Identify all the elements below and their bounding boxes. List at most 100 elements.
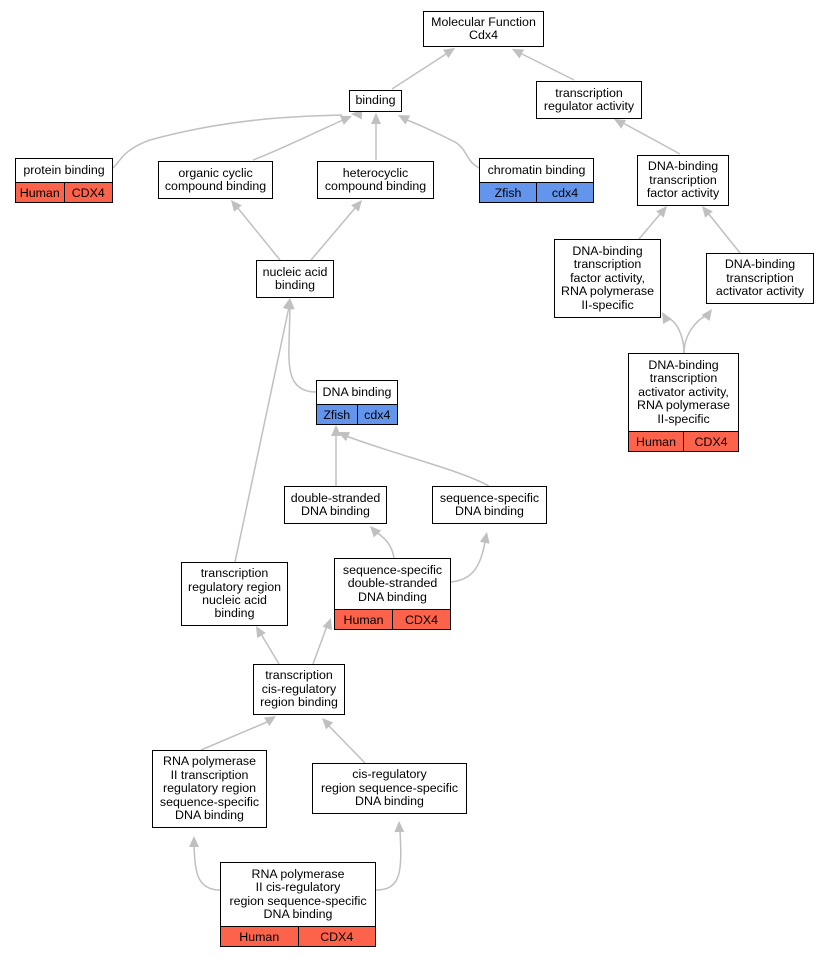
node-label: DNA-binding transcription factor activit… (561, 243, 654, 312)
annotation-row: Zfish cdx4 (480, 182, 593, 202)
species-label: Human (636, 434, 676, 449)
edge-line (288, 306, 317, 393)
gene-label: CDX4 (297, 927, 376, 946)
edge-arrowhead (614, 119, 627, 129)
node-label: DNA-binding transcription factor activit… (646, 159, 720, 201)
edge-line (236, 206, 281, 261)
annotation-row: Human CDX4 (221, 926, 375, 946)
node-sequence-specific-dna-binding[interactable]: sequence-specific DNA binding (432, 486, 547, 524)
edge-line (260, 633, 280, 665)
species-label: Human (19, 185, 60, 200)
edge-line (666, 317, 685, 354)
node-dna-binding-tf-activity[interactable]: DNA-binding transcription factor activit… (637, 155, 729, 206)
edge-arrowhead (264, 716, 276, 727)
edge-arrowhead (256, 626, 266, 639)
node-label: chromatin binding (487, 162, 586, 177)
node-label: cis-regulatory region sequence-specific … (320, 767, 459, 809)
species-label: Zfish (323, 407, 351, 422)
node-transcription-regulatory-region-na-binding[interactable]: transcription regulatory region nucleic … (181, 562, 288, 626)
edge-line (193, 844, 221, 891)
species-label: Zfish (494, 185, 522, 200)
node-heterocyclic-compound-binding[interactable]: heterocyclic compound binding (317, 161, 434, 199)
node-nucleic-acid-binding[interactable]: nucleic acid binding (256, 260, 334, 298)
gene-label: CDX4 (392, 610, 450, 629)
node-label: double-stranded DNA binding (290, 490, 381, 518)
edge-line (683, 315, 707, 354)
edge-line (521, 53, 575, 81)
node-label: binding (355, 93, 396, 108)
node-organic-cyclic-compound-binding[interactable]: organic cyclic compound binding (158, 161, 273, 199)
edge-arrowhead (331, 425, 341, 436)
edge-line (406, 119, 480, 169)
edge-line (310, 206, 357, 261)
node-binding[interactable]: binding (349, 90, 402, 112)
node-dna-binding-tf-activity-rnap2[interactable]: DNA-binding transcription factor activit… (554, 239, 661, 318)
node-label: transcription regulator activity (543, 85, 635, 113)
node-label: heterocyclic compound binding (324, 165, 427, 193)
node-label: sequence-specific double-stranded DNA bi… (342, 562, 443, 604)
edge-arrowhead (189, 836, 199, 847)
edge-line (622, 122, 681, 155)
edge-line (312, 625, 328, 665)
node-transcription-regulator-activity[interactable]: transcription regulator activity (536, 81, 642, 119)
gene-label: CDX4 (63, 183, 113, 202)
node-label: transcription cis-regulatory region bind… (260, 668, 338, 710)
edge-arrowhead (370, 526, 382, 538)
node-rnap2-transcription-regulatory-region-ss-dna-binding[interactable]: RNA polymerase II transcription regulato… (152, 750, 267, 828)
edge-arrowhead (322, 618, 332, 631)
edge-arrowhead (701, 309, 712, 321)
node-dna-binding-ta-activity[interactable]: DNA-binding transcription activator acti… (706, 253, 814, 304)
edge-arrowhead (656, 206, 667, 218)
edge-arrowhead (662, 312, 672, 325)
node-label: RNA polymerase II transcription regulato… (159, 754, 260, 823)
edge-line (391, 53, 447, 90)
node-label: RNA polymerase II cis-regulatory region … (229, 866, 367, 921)
gene-label: CDX4 (683, 432, 738, 451)
node-rnap2-cis-regulatory-region-ss-dna-binding[interactable]: RNA polymerase II cis-regulatory region … (220, 862, 376, 947)
edge-line (252, 119, 344, 161)
node-protein-binding[interactable]: protein binding Human CDX4 (15, 158, 113, 203)
node-dna-binding[interactable]: DNA binding Zfish cdx4 (316, 380, 398, 425)
node-label: sequence-specific DNA binding (439, 490, 540, 518)
node-label: DNA-binding transcription activator acti… (715, 257, 805, 299)
edge-arrowhead (231, 200, 242, 212)
species-label: Human (239, 929, 280, 944)
edge-line (328, 725, 366, 764)
gene-label: cdx4 (356, 405, 398, 424)
node-sequence-specific-ds-dna-binding[interactable]: sequence-specific double-stranded DNA bi… (334, 558, 451, 630)
edge-line (345, 435, 490, 487)
edge-arrowhead (371, 113, 381, 124)
edge-line (112, 114, 343, 169)
edge-arrowhead (351, 200, 362, 212)
edge-arrowhead (443, 48, 455, 59)
edge-line (375, 531, 395, 559)
node-label: DNA-binding transcription activator acti… (637, 357, 730, 426)
edge-arrowhead (322, 718, 334, 730)
edge-arrowhead (479, 532, 490, 544)
edge-line (638, 212, 662, 240)
edge-line (200, 721, 268, 751)
edge-line (375, 829, 402, 891)
node-double-stranded-dna-binding[interactable]: double-stranded DNA binding (284, 486, 387, 524)
edge-arrowhead (282, 298, 293, 310)
edge-line (234, 306, 290, 563)
edge-arrowhead (512, 49, 525, 59)
annotation-row: Human CDX4 (335, 609, 450, 629)
node-dna-binding-ta-activity-rnap2[interactable]: DNA-binding transcription activator acti… (628, 353, 739, 452)
edge-arrowhead (702, 206, 713, 218)
edge-arrowhead (339, 115, 352, 125)
node-chromatin-binding[interactable]: chromatin binding Zfish cdx4 (479, 158, 594, 203)
annotation-row: Human CDX4 (629, 431, 738, 451)
node-transcription-cis-regulatory-region-binding[interactable]: transcription cis-regulatory region bind… (253, 664, 345, 715)
node-label: DNA binding (322, 384, 392, 399)
annotation-row: Human CDX4 (16, 182, 112, 202)
node-label: protein binding (23, 162, 105, 177)
species-label: Human (343, 612, 384, 627)
node-cis-regulatory-region-ss-dna-binding[interactable]: cis-regulatory region sequence-specific … (312, 763, 467, 814)
edge-arrowhead (398, 115, 411, 125)
node-molecular-function[interactable]: Molecular Function Cdx4 (423, 11, 544, 47)
edge-line (707, 212, 741, 254)
node-label: Molecular Function Cdx4 (431, 14, 536, 42)
